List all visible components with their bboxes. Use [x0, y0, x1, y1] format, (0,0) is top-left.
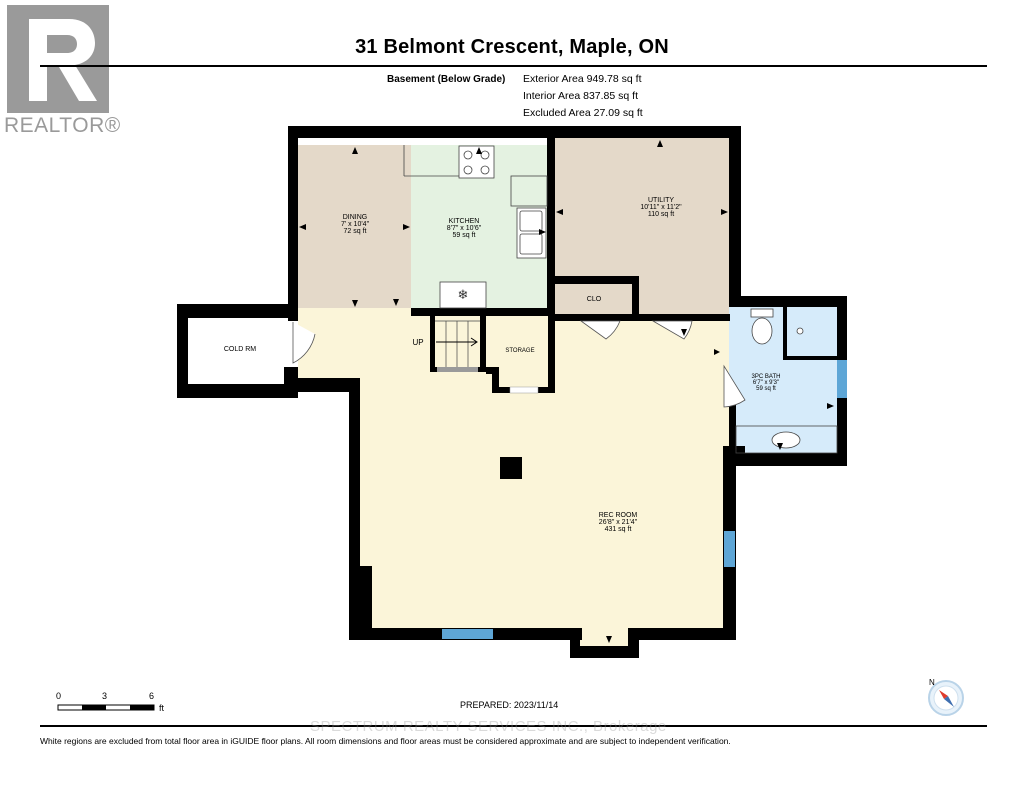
room-rec-area: 431 sq ft [604, 526, 632, 533]
scale-label-6: 6 [149, 691, 155, 701]
compass-north-label: N [929, 678, 935, 687]
dimension-arrows [299, 140, 834, 643]
snowflake-icon: ❄ [458, 288, 469, 303]
clo-fill [555, 284, 632, 316]
kitchen-fixtures [403, 145, 548, 309]
fridge [439, 281, 487, 309]
stove [458, 145, 495, 179]
scale-bar [57, 704, 155, 711]
dining-fill [298, 145, 411, 308]
bath-sink [771, 431, 801, 449]
room-rec-dims: 26'8" x 21'4" [598, 519, 638, 526]
room-rec-name: REC ROOM [598, 512, 638, 519]
realtor-logo-text: REALTOR® [4, 114, 121, 137]
room-dining: DINING 7' x 10'4" 72 sq ft [325, 214, 385, 235]
room-utility-name: UTILITY [647, 197, 675, 204]
realtor-r-logo [7, 5, 109, 113]
room-bath: 3PC BATH 6'7" x 9'3" 59 sq ft [740, 374, 792, 392]
clo-door [579, 320, 621, 340]
scale-label-0: 0 [56, 691, 62, 701]
room-storage: STORAGE [497, 348, 543, 354]
scale-unit: ft [159, 703, 165, 713]
room-dining-dims: 7' x 10'4" [340, 221, 370, 228]
room-dining-area: 72 sq ft [343, 228, 367, 235]
storage-opening [509, 386, 539, 394]
room-storage-name: STORAGE [505, 348, 535, 354]
room-kitchen-area: 59 sq ft [452, 232, 476, 239]
room-bath-name: 3PC BATH [751, 374, 781, 380]
level-label: Basement (Below Grade) [387, 74, 506, 85]
room-cold: COLD RM [210, 346, 270, 353]
window-bath [837, 360, 847, 398]
exterior-area: Exterior Area 949.78 sq ft [523, 73, 642, 85]
scale-label-3: 3 [102, 691, 108, 701]
watermark: SPECTRUM REALTY SERVICES INC., Brokerage [310, 718, 667, 735]
room-rec: REC ROOM 26'8" x 21'4" 431 sq ft [580, 512, 656, 533]
footer-divider [40, 725, 987, 727]
interior-area: Interior Area 837.85 sq ft [523, 90, 638, 102]
room-bath-dims: 6'7" x 9'3" [752, 380, 780, 386]
prepared-date: PREPARED: 2023/11/14 [460, 700, 559, 710]
header-divider [40, 65, 987, 67]
toilet-bowl [751, 317, 773, 345]
room-utility-area: 110 sq ft [647, 211, 675, 218]
bath-door [723, 364, 746, 408]
bath-fixtures [735, 308, 838, 454]
walls [177, 126, 847, 658]
utility-door [651, 320, 693, 340]
room-utility-dims: 10'11" x 11'2" [640, 204, 682, 211]
cold-room-fill [188, 318, 288, 384]
windows [442, 360, 847, 639]
cold-room-door [292, 322, 316, 364]
counter-right [510, 175, 548, 207]
disclaimer: White regions are excluded from total fl… [40, 736, 731, 746]
room-kitchen-dims: 8'7" x 10'6" [446, 225, 482, 232]
window-rec-bottom [442, 629, 493, 639]
toilet-tank [750, 308, 774, 318]
north-compass-icon: N [928, 678, 964, 716]
room-utility: UTILITY 10'11" x 11'2" 110 sq ft [624, 197, 698, 218]
doors [292, 320, 746, 408]
stairs [435, 320, 480, 367]
excluded-area: Excluded Area 27.09 sq ft [523, 107, 643, 119]
bath-vanity [735, 425, 838, 454]
room-clo: CLO [575, 296, 613, 303]
window-rec-right [724, 531, 735, 567]
room-cold-name: COLD RM [223, 346, 257, 353]
room-dining-name: DINING [342, 214, 368, 221]
room-clo-name: CLO [586, 296, 602, 303]
stair-landing [437, 367, 478, 372]
room-kitchen-name: KITCHEN [448, 218, 480, 225]
room-bath-area: 59 sq ft [756, 386, 776, 392]
stairs-up-label: UP [412, 338, 424, 347]
room-kitchen: KITCHEN 8'7" x 10'6" 59 sq ft [428, 218, 500, 239]
page-title: 31 Belmont Crescent, Maple, ON [355, 36, 669, 58]
